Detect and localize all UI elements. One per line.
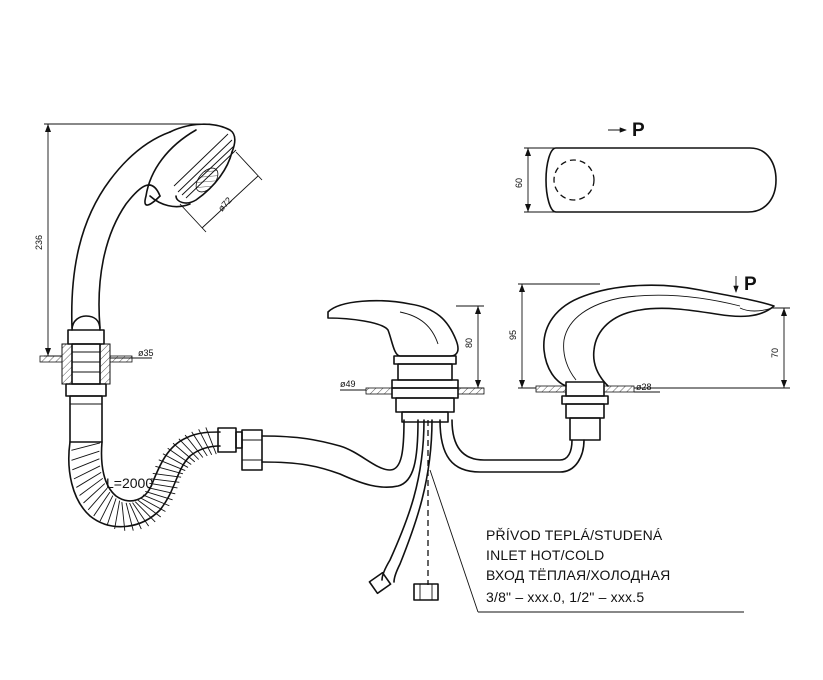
dim-72-text: ø72 bbox=[216, 195, 234, 213]
spring-coil bbox=[106, 498, 117, 526]
spring-coil bbox=[145, 491, 173, 501]
note-line-1: PŘÍVOD TEPLÁ/STUDENÁ bbox=[486, 527, 663, 543]
dim-top-width: 60 bbox=[514, 147, 556, 213]
spring-coil bbox=[152, 472, 182, 478]
spring-coil bbox=[114, 500, 121, 530]
dim-95-text: 95 bbox=[508, 330, 518, 340]
dim-spout-total: 95 bbox=[508, 283, 600, 389]
connecting-pipes bbox=[261, 419, 585, 601]
spring-coil bbox=[140, 497, 166, 512]
top-view-arrow: P bbox=[608, 120, 645, 141]
spring-coil bbox=[167, 447, 192, 465]
spring-coil bbox=[198, 429, 213, 456]
spring-coil bbox=[72, 458, 100, 471]
spring-coil bbox=[87, 487, 108, 511]
spout bbox=[535, 284, 775, 441]
dim-49-text: ø49 bbox=[340, 379, 356, 389]
spring-coil bbox=[79, 477, 104, 496]
top-view bbox=[545, 147, 777, 213]
spring-coil bbox=[172, 442, 196, 463]
dim-236-text: 236 bbox=[34, 235, 44, 250]
mixer-body bbox=[327, 299, 485, 423]
note-line-2: INLET HOT/COLD bbox=[486, 547, 604, 563]
dim-28-text: ø28 bbox=[636, 382, 652, 392]
spring-coil bbox=[155, 465, 184, 475]
dim-80-text: 80 bbox=[464, 338, 474, 348]
spring-coil bbox=[158, 459, 186, 471]
spring-coil bbox=[134, 501, 156, 523]
spring-coil bbox=[150, 478, 180, 483]
spring-coil bbox=[125, 502, 134, 531]
spout-view-arrow: P bbox=[733, 274, 757, 295]
spring-coil bbox=[71, 450, 100, 461]
spring-coil bbox=[137, 499, 162, 518]
spring-coil bbox=[191, 431, 208, 457]
dim-70-text: 70 bbox=[770, 348, 780, 358]
dim-mixer-base: ø49 bbox=[340, 379, 366, 391]
spring-coil bbox=[99, 495, 114, 522]
spring-coil bbox=[132, 502, 150, 527]
note-line-4: 3/8" – xxx.0, 1/2" – xxx.5 bbox=[486, 589, 644, 605]
spring-coil bbox=[83, 483, 106, 504]
spring-coil bbox=[76, 472, 102, 488]
spring-coil bbox=[149, 482, 178, 489]
spring-coil bbox=[142, 494, 170, 507]
dim-shower-base: ø35 bbox=[110, 348, 154, 359]
dim-shower-height: 236 bbox=[34, 123, 210, 357]
top-p-label: P bbox=[632, 120, 645, 141]
inlet-note: PŘÍVOD TEPLÁ/STUDENÁ INLET HOT/COLD ВХОД… bbox=[429, 469, 744, 613]
spring-coil bbox=[121, 502, 126, 531]
spring-coil bbox=[93, 491, 111, 517]
dim-35-text: ø35 bbox=[138, 348, 154, 358]
dim-mixer-height: 80 bbox=[456, 305, 484, 389]
spring-coil bbox=[129, 502, 142, 530]
spring-coil bbox=[73, 465, 101, 480]
hand-shower bbox=[39, 123, 237, 443]
hose-length-label: L=2000 bbox=[106, 475, 153, 491]
spring-coil bbox=[71, 442, 101, 451]
spring-coil bbox=[147, 487, 176, 495]
spring-coil bbox=[178, 438, 200, 460]
spring-coil bbox=[184, 434, 204, 458]
dim-spout-base: ø28 bbox=[634, 382, 660, 393]
spout-p-label: P bbox=[744, 274, 757, 295]
spring-coil bbox=[205, 427, 217, 455]
dim-60-text: 60 bbox=[514, 178, 524, 188]
spring-coil bbox=[162, 453, 189, 468]
hose-spring: L=2000 bbox=[68, 427, 263, 531]
dim-spout-outlet: 70 bbox=[634, 307, 790, 389]
note-line-3: ВХОД ТЁПЛАЯ/ХОЛОДНАЯ bbox=[486, 567, 670, 583]
